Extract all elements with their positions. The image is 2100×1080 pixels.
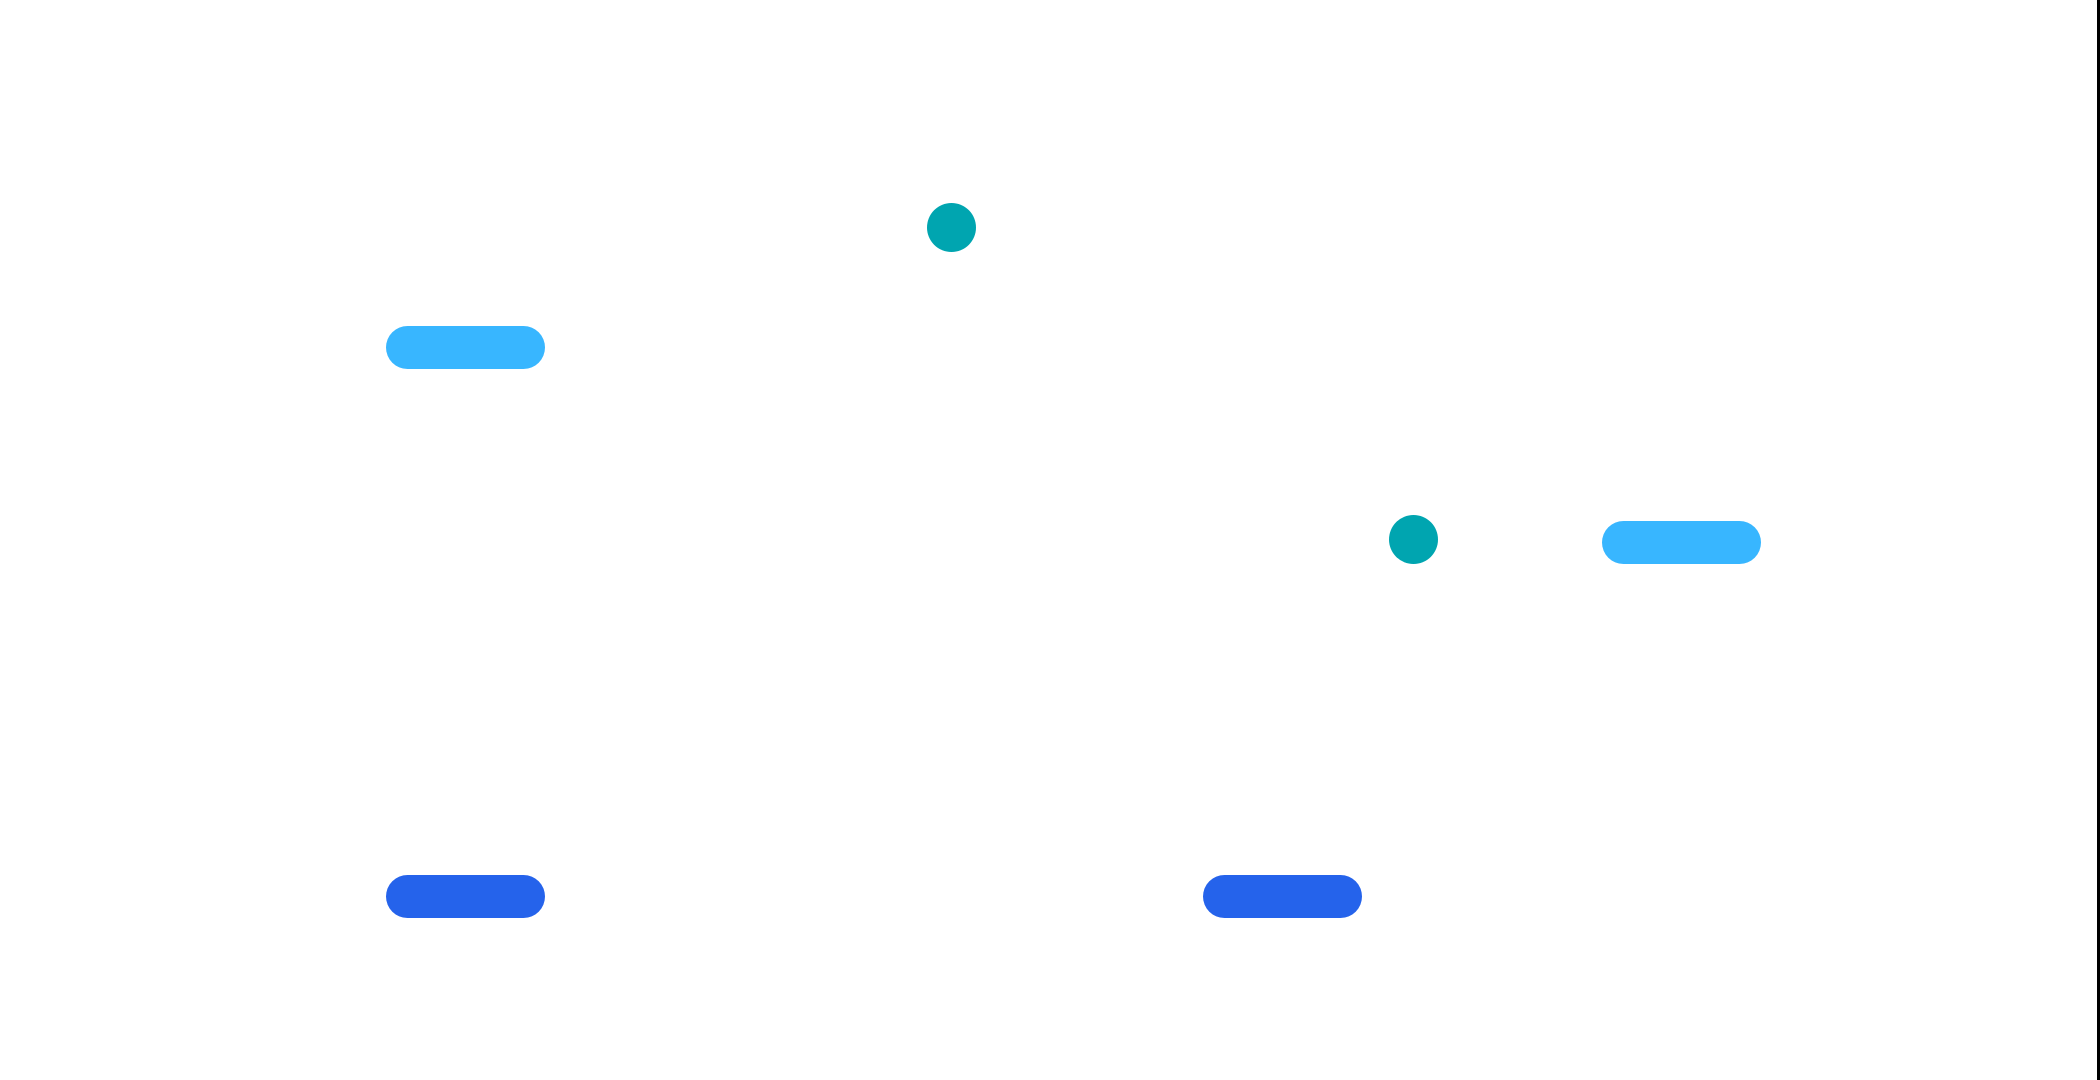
teal-circle-button[interactable]	[927, 203, 976, 252]
right-edge-divider	[2097, 0, 2100, 1080]
blue-pill-button[interactable]	[386, 875, 545, 918]
light-blue-pill-button[interactable]	[1602, 521, 1761, 564]
blue-pill-button[interactable]	[1203, 875, 1362, 918]
light-blue-pill-button[interactable]	[386, 326, 545, 369]
teal-circle-button[interactable]	[1389, 515, 1438, 564]
